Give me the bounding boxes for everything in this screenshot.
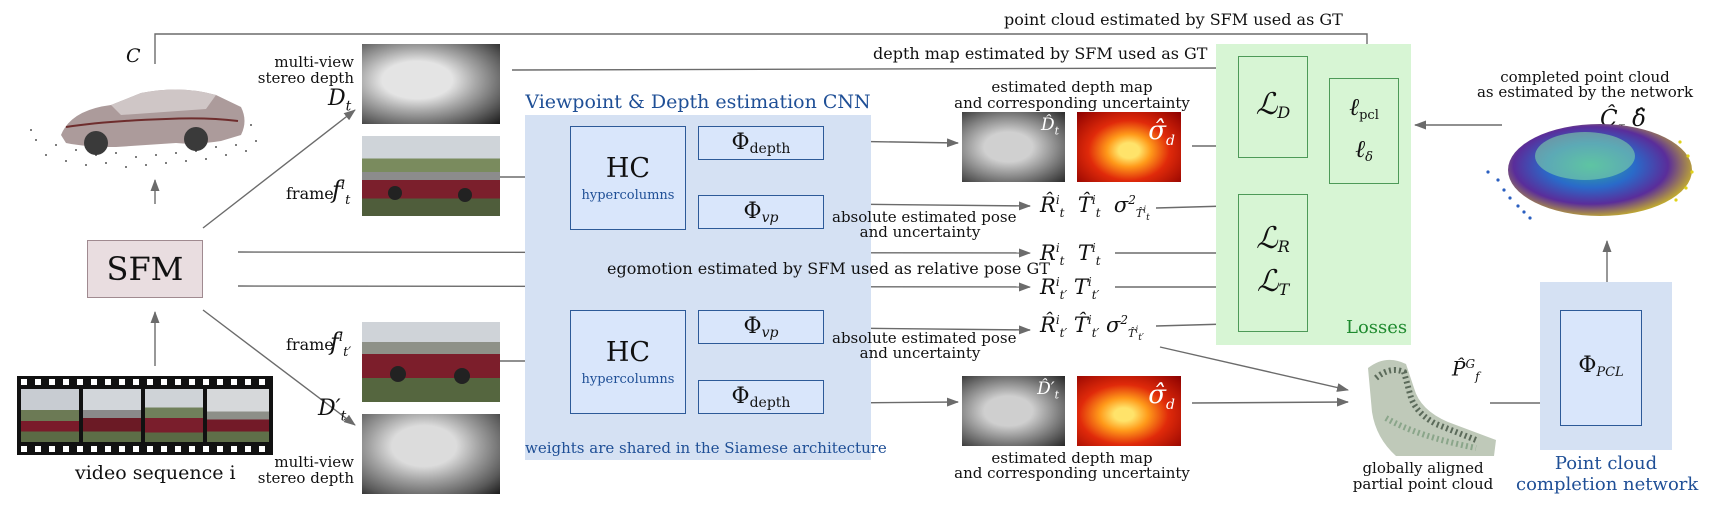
arrow-pose-hat-t bbox=[1155, 201, 1228, 211]
losses-title: Losses bbox=[1346, 317, 1408, 338]
pose-gt-t-row: Rit Tit bbox=[1040, 241, 1101, 269]
hc-label-bottom: HC bbox=[605, 337, 651, 368]
cnn-title: Viewpoint & Depth estimation CNN bbox=[525, 91, 871, 113]
cloud-label: C bbox=[126, 45, 141, 67]
hc-sub-top: hypercolumns bbox=[581, 188, 675, 203]
pose-gt-tp-row: Rit′ Tit′ bbox=[1040, 275, 1100, 303]
phi-depth-box-top: Φdepth bbox=[698, 126, 824, 160]
depth-gt-label: depth map estimated by SFM used as GT bbox=[873, 44, 1208, 63]
completed-point-cloud-image bbox=[1486, 124, 1694, 220]
uncertainty-bottom-image: σ̂d bbox=[1077, 376, 1181, 446]
sfm-point-cloud-image bbox=[30, 89, 257, 168]
partial-point-cloud-image bbox=[1368, 359, 1496, 456]
mv-depth-bottom-symbol: D′t bbox=[318, 396, 347, 425]
dm-top-line1: estimated depth map bbox=[991, 78, 1153, 96]
arrow-pose-to-partial bbox=[1159, 346, 1349, 392]
hc-box-top: HC hypercolumns bbox=[570, 126, 686, 230]
completed-line1: completed point cloud bbox=[1500, 68, 1670, 86]
loss-depth-box: ℒD bbox=[1238, 56, 1308, 158]
depth-map-top-image bbox=[362, 44, 500, 124]
egomotion-label: egomotion estimated by SFM used as relat… bbox=[607, 259, 1050, 278]
frame-tp-image bbox=[362, 322, 500, 402]
pose-hat-tp-row: R̂it′ T̂it′ σ2T̂it′ bbox=[1040, 313, 1144, 344]
mv-depth-top-line2: stereo depth bbox=[257, 69, 354, 87]
mv-depth-bottom-line2: stereo depth bbox=[257, 469, 354, 487]
pose-bottom-line2: and uncertainty bbox=[859, 344, 981, 362]
hc-sub-bottom: hypercolumns bbox=[581, 372, 675, 387]
partial-symbol: P̂Gf bbox=[1452, 356, 1480, 384]
phi-depth-box-bottom: Φdepth bbox=[698, 380, 824, 414]
frame-tp-label: frame bbox=[286, 335, 334, 354]
pose-top-line1: absolute estimated pose bbox=[832, 208, 1017, 226]
arrow-pose-hat-tp bbox=[1155, 319, 1228, 329]
video-caption: video sequence i bbox=[75, 462, 236, 484]
mv-depth-bottom-line1: multi-view bbox=[274, 453, 354, 471]
sfm-box: SFM bbox=[87, 240, 203, 298]
completed-line2: as estimated by the network bbox=[1476, 83, 1694, 101]
partial-line2: partial point cloud bbox=[1352, 475, 1494, 493]
arrow-sfm-to-depth-top bbox=[202, 109, 356, 229]
pcl-network-line2: completion network bbox=[1516, 474, 1699, 495]
loss-pose-box: ℒR ℒT bbox=[1238, 194, 1308, 332]
phi-vp-box-bottom: Φvp bbox=[698, 310, 824, 344]
dm-top-line2: and corresponding uncertainty bbox=[954, 94, 1190, 112]
cnn-footer: weights are shared in the Siamese archit… bbox=[525, 439, 887, 457]
sfm-label: SFM bbox=[106, 250, 184, 288]
partial-line1: globally aligned bbox=[1362, 459, 1484, 477]
hc-box-bottom: HC hypercolumns bbox=[570, 310, 686, 414]
frame-t-image bbox=[362, 136, 500, 216]
mv-depth-top-line1: multi-view bbox=[274, 53, 354, 71]
phi-pcl-box: ΦPCL bbox=[1560, 310, 1642, 426]
phi-vp-box-top: Φvp bbox=[698, 195, 824, 229]
dm-bottom-line1: estimated depth map bbox=[991, 449, 1153, 467]
pose-bottom-line1: absolute estimated pose bbox=[832, 329, 1017, 347]
depth-map-bottom-image bbox=[362, 414, 500, 494]
mv-depth-top-symbol: Dt bbox=[328, 86, 352, 115]
est-depth-top-image: D̂t bbox=[962, 112, 1065, 182]
pcl-network-line1: Point cloud bbox=[1554, 453, 1658, 474]
pose-hat-t-row: R̂it T̂it σ2T̂it bbox=[1040, 193, 1150, 224]
est-depth-bottom-image: D̂′t bbox=[962, 376, 1065, 446]
pcl-gt-label: point cloud estimated by SFM used as GT bbox=[1004, 10, 1343, 29]
frame-t-symbol: fit bbox=[332, 176, 351, 208]
uncertainty-top-image: σ̂d bbox=[1077, 112, 1181, 182]
pose-top-line2: and uncertainty bbox=[859, 223, 981, 241]
loss-pcl-box: ℓpcl ℓδ bbox=[1329, 78, 1399, 184]
arrow-depth-gt bbox=[511, 63, 1228, 73]
video-film-strip bbox=[17, 376, 273, 455]
frame-tp-symbol: fit′ bbox=[330, 328, 352, 360]
hc-label-top: HC bbox=[605, 153, 651, 184]
arrow-sfm-to-depth-bottom bbox=[202, 309, 356, 426]
arrow-uncert-to-partial bbox=[1191, 397, 1349, 407]
dm-bottom-line2: and corresponding uncertainty bbox=[954, 464, 1190, 482]
frame-t-label: frame bbox=[286, 184, 334, 203]
